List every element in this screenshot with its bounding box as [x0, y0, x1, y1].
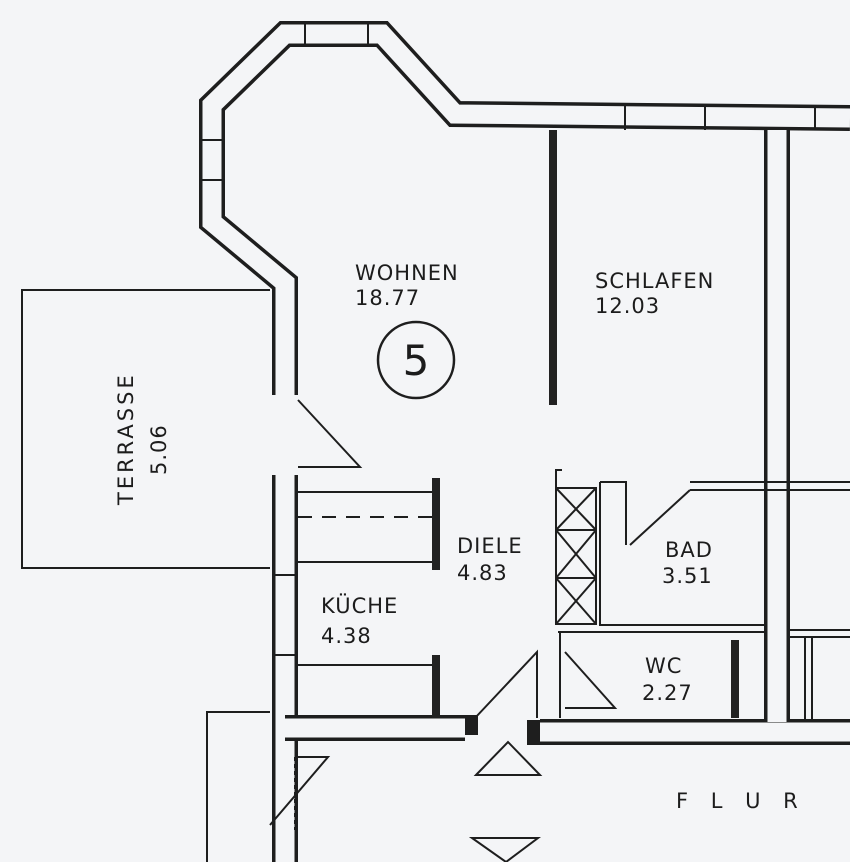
- room-area-wohnen: 18.77: [355, 286, 420, 310]
- exterior-wall-left: [272, 475, 298, 862]
- exterior-wall-bay: [199, 21, 850, 395]
- room-area-schlafen: 12.03: [595, 294, 660, 318]
- terrace-outline: [21, 289, 270, 569]
- stair-arrows: [468, 740, 543, 862]
- room-name-wohnen: WOHNEN: [355, 261, 459, 285]
- room-name-kueche: KÜCHE: [321, 593, 398, 618]
- room-area-diele: 4.83: [457, 561, 508, 585]
- room-name-bad: BAD: [665, 538, 713, 562]
- room-area-kueche: 4.38: [321, 624, 372, 648]
- door-swings: [206, 399, 691, 862]
- interior-walls: [285, 130, 850, 745]
- room-name-wc: WC: [645, 654, 682, 678]
- room-area-wc: 2.27: [642, 681, 693, 705]
- room-name-schlafen: SCHLAFEN: [595, 269, 714, 293]
- unit-number-badge: 5: [376, 320, 456, 400]
- room-name-flur: F L U R: [676, 789, 806, 813]
- room-area-bad: 3.51: [662, 564, 713, 588]
- room-name-diele: DIELE: [457, 534, 523, 558]
- installation-shaft: [555, 469, 597, 625]
- room-area-terrasse: 5.06: [147, 424, 171, 475]
- unit-number: 5: [403, 336, 430, 385]
- room-name-terrasse: TERRASSE: [114, 372, 138, 506]
